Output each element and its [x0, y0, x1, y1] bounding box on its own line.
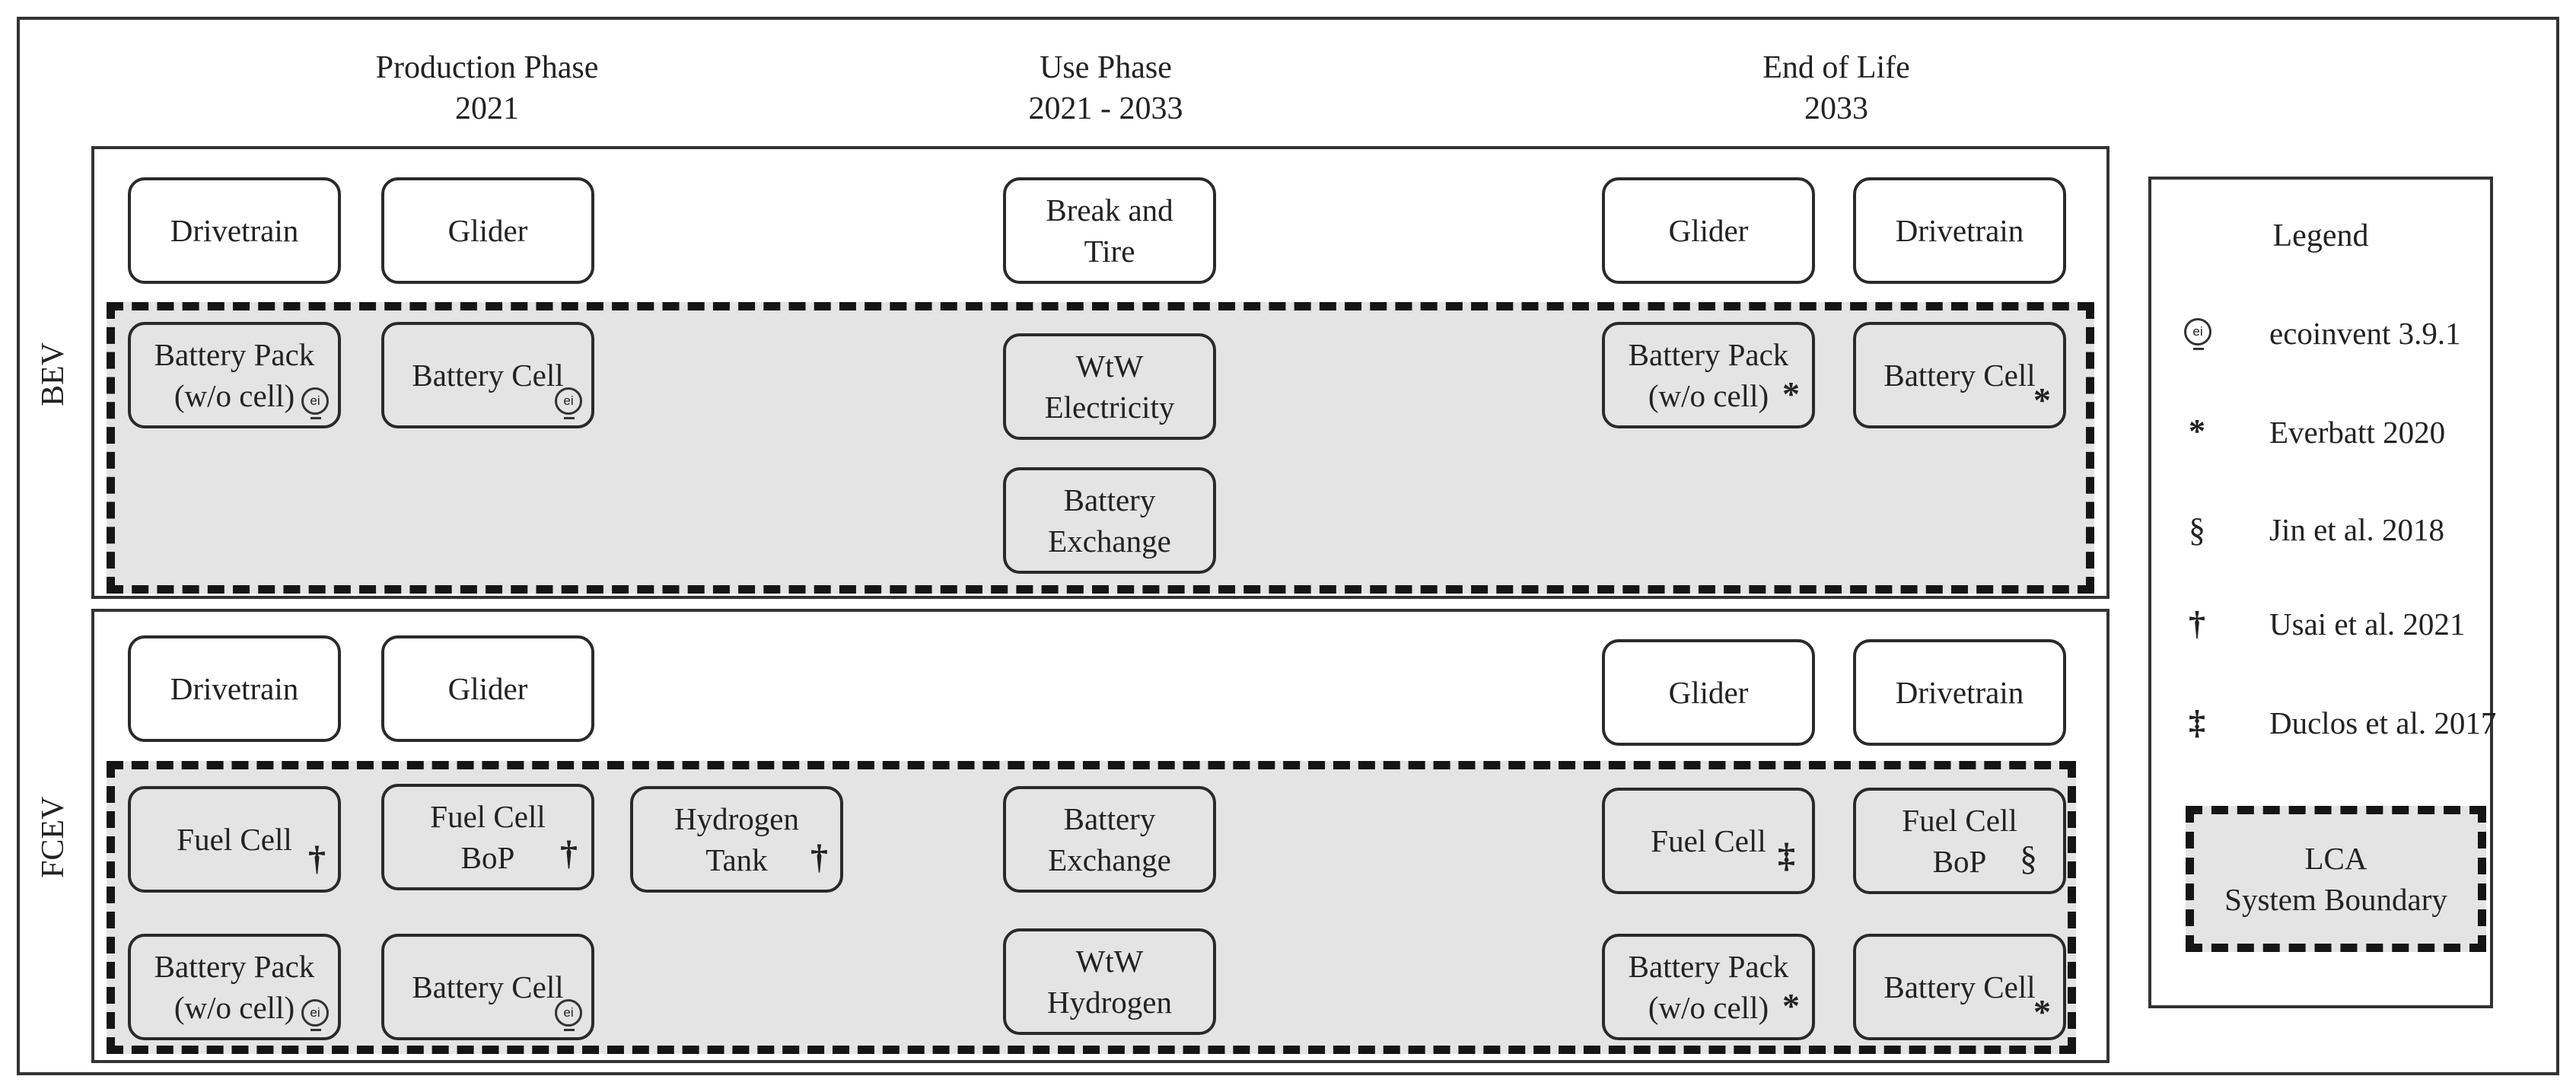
fcev-drivetrain-box: Drivetrain	[128, 635, 341, 742]
ecoinvent-icon: ei	[555, 999, 582, 1031]
row-label-fcev: FCEV	[36, 796, 71, 878]
phase-use-year: 2021 - 2033	[1028, 91, 1183, 126]
double-dagger-icon: ‡	[2189, 704, 2205, 741]
fcev-glider-label: Glider	[447, 671, 528, 706]
star-marker: *	[2033, 992, 2051, 1031]
double-dagger-marker: ‡	[1778, 836, 1795, 874]
bev-section	[91, 146, 2110, 599]
bev-battery-pack-label: Battery Pack (w/o cell)	[154, 337, 315, 413]
bev-glider-box: Glider	[381, 177, 594, 284]
fcev-eol-fuel-cell-bop-box: Fuel Cell BoP §	[1853, 788, 2066, 894]
section-marker: §	[2020, 839, 2037, 877]
phase-end-year: 2033	[1804, 91, 1868, 126]
legend-item-usai: Usai et al. 2021	[2269, 606, 2466, 642]
dagger-marker: †	[810, 837, 828, 876]
bev-eol-battery-cell-label: Battery Cell	[1883, 358, 2036, 393]
fcev-eol-battery-pack-box: Battery Pack (w/o cell) *	[1602, 934, 1815, 1040]
bev-eol-drivetrain-label: Drivetrain	[1895, 213, 2024, 248]
bev-battery-cell-label: Battery Cell	[412, 358, 564, 393]
bev-eol-glider-box: Glider	[1602, 177, 1815, 284]
fcev-eol-battery-pack-label: Battery Pack (w/o cell)	[1628, 949, 1789, 1025]
phase-use: Use Phase 2021 - 2033	[877, 47, 1334, 129]
bev-wtw-electricity-box: WtW Electricity	[1003, 333, 1216, 440]
legend-item-jin: Jin et al. 2018	[2269, 512, 2445, 547]
fcev-glider-box: Glider	[381, 635, 594, 742]
fcev-battery-pack-box: Battery Pack (w/o cell) ei	[128, 934, 341, 1040]
ecoinvent-icon: ei	[555, 387, 582, 419]
dagger-marker: †	[308, 839, 326, 877]
bev-battery-exchange-box: Battery Exchange	[1003, 467, 1216, 574]
bev-eol-battery-pack-label: Battery Pack (w/o cell)	[1628, 337, 1789, 413]
phase-end-name: End of Life	[1762, 50, 1910, 85]
bev-glider-label: Glider	[447, 213, 528, 248]
bev-battery-pack-box: Battery Pack (w/o cell) ei	[128, 322, 341, 428]
fcev-eol-drivetrain-box: Drivetrain	[1853, 639, 2066, 746]
phase-end-of-life: End of Life 2033	[1608, 47, 2065, 129]
star-icon: *	[2189, 412, 2205, 450]
phase-use-name: Use Phase	[1040, 50, 1172, 85]
bev-eol-drivetrain-box: Drivetrain	[1853, 177, 2066, 284]
fcev-battery-cell-label: Battery Cell	[412, 969, 564, 1004]
legend-item-everbatt: Everbatt 2020	[2269, 415, 2446, 450]
fcev-eol-fuel-cell-bop-content: Fuel Cell BoP	[1902, 800, 2017, 882]
diagram-frame	[17, 17, 2559, 1075]
star-marker: *	[1782, 986, 1800, 1025]
bev-eol-glider-label: Glider	[1668, 213, 1749, 248]
fcev-fuel-cell-box: Fuel Cell †	[128, 786, 341, 893]
fcev-battery-cell-box: Battery Cell ei	[381, 934, 594, 1040]
bev-drivetrain-label: Drivetrain	[170, 213, 299, 248]
fcev-eol-glider-box: Glider	[1602, 639, 1815, 746]
fcev-section	[91, 609, 2110, 1063]
bev-break-tire-box: Break and Tire	[1003, 177, 1216, 284]
fcev-wtw-hydrogen-box: WtW Hydrogen	[1003, 928, 1216, 1035]
fcev-fuel-cell-label: Fuel Cell	[177, 822, 292, 857]
fcev-eol-fuel-cell-bop-label: Fuel Cell BoP	[1902, 803, 2017, 879]
legend: Legend ei ecoinvent 3.9.1 * Everbatt 202…	[2148, 177, 2497, 1008]
fcev-eol-fuel-cell-box: Fuel Cell ‡	[1602, 788, 1815, 894]
legend-item-ecoinvent: ecoinvent 3.9.1	[2269, 316, 2461, 351]
legend-item-duclos: Duclos et al. 2017	[2269, 705, 2497, 740]
phase-production: Production Phase 2021	[259, 47, 715, 129]
bev-drivetrain-box: Drivetrain	[128, 177, 341, 284]
section-icon: §	[2189, 511, 2205, 549]
phase-production-name: Production Phase	[375, 50, 599, 85]
fcev-eol-battery-cell-label: Battery Cell	[1883, 969, 2036, 1004]
bev-battery-exchange-label: Battery Exchange	[1048, 482, 1171, 559]
fcev-drivetrain-label: Drivetrain	[170, 671, 299, 706]
bev-eol-battery-pack-box: Battery Pack (w/o cell) *	[1602, 322, 1815, 428]
fcev-eol-drivetrain-label: Drivetrain	[1895, 675, 2024, 710]
fcev-fuel-cell-bop-box: Fuel Cell BoP †	[381, 784, 594, 890]
phase-production-year: 2021	[455, 91, 519, 126]
star-marker: *	[2033, 380, 2051, 419]
star-marker: *	[1782, 374, 1800, 413]
dagger-marker: †	[560, 833, 578, 872]
ecoinvent-icon: ei	[2184, 318, 2211, 350]
bev-eol-battery-cell-box: Battery Cell *	[1853, 322, 2066, 428]
fcev-battery-pack-label: Battery Pack (w/o cell)	[154, 949, 315, 1025]
fcev-battery-exchange-box: Battery Exchange	[1003, 786, 1216, 893]
fcev-eol-fuel-cell-label: Fuel Cell	[1651, 823, 1766, 858]
fcev-hydrogen-tank-label: Hydrogen Tank	[674, 801, 799, 877]
bev-wtw-electricity-label: WtW Electricity	[1044, 349, 1175, 425]
fcev-battery-exchange-label: Battery Exchange	[1048, 801, 1171, 877]
fcev-hydrogen-tank-box: Hydrogen Tank †	[630, 786, 843, 893]
legend-title: Legend	[2272, 218, 2369, 253]
legend-lca-boundary: LCA System Boundary	[2186, 806, 2486, 952]
ecoinvent-icon: ei	[301, 387, 329, 419]
bev-break-tire-label: Break and Tire	[1046, 193, 1173, 269]
ecoinvent-icon: ei	[301, 999, 329, 1031]
legend-boundary-label: LCA System Boundary	[2224, 841, 2447, 917]
fcev-fuel-cell-bop-label: Fuel Cell BoP	[430, 799, 546, 875]
fcev-wtw-hydrogen-label: WtW Hydrogen	[1047, 944, 1172, 1020]
bev-battery-cell-box: Battery Cell ei	[381, 322, 594, 428]
fcev-eol-glider-label: Glider	[1668, 675, 1749, 710]
row-label-bev: BEV	[36, 342, 71, 406]
fcev-eol-battery-cell-box: Battery Cell *	[1853, 934, 2066, 1040]
dagger-icon: †	[2189, 605, 2205, 642]
